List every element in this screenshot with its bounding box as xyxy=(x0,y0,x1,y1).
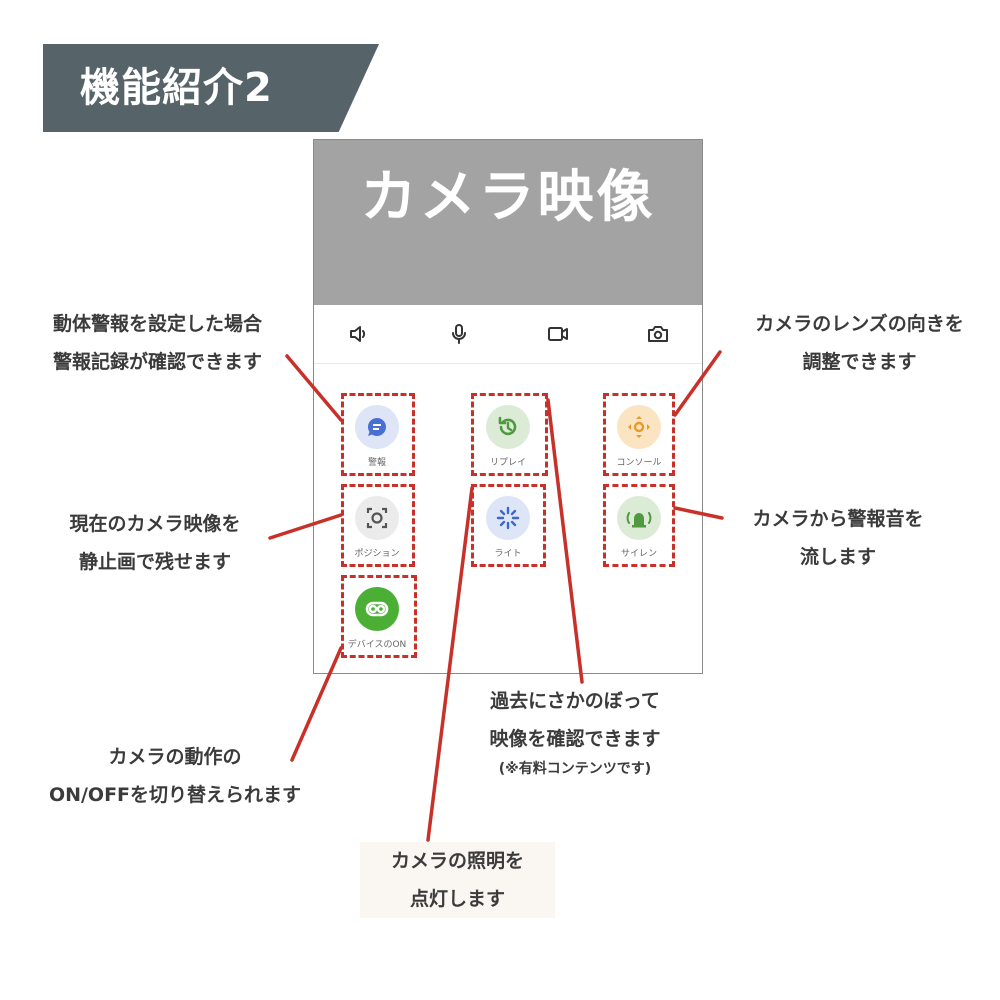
feature-siren-button[interactable]: サイレン xyxy=(604,489,674,559)
title-banner xyxy=(43,44,379,132)
siren-annotation-line2: 流します xyxy=(799,546,876,568)
focus-frame-icon xyxy=(355,496,399,540)
position-highlight xyxy=(341,484,415,567)
console-highlight xyxy=(603,393,675,476)
feature-replay-button[interactable]: リプレイ xyxy=(473,398,543,468)
camera-view[interactable]: カメラ映像 xyxy=(314,140,702,305)
alert-annotation: 動体警報を設定した場合 警報記録が確認できます xyxy=(20,305,295,381)
feature-light-label: ライト xyxy=(494,549,522,559)
light-annotation-line1: カメラの照明を xyxy=(390,850,524,872)
alert-chat-icon xyxy=(355,405,399,449)
position-annotation: 現在のカメラ映像を 静止画で残せます xyxy=(35,505,275,581)
video-record-icon[interactable] xyxy=(546,322,570,346)
feature-alert-label: 警報 xyxy=(367,458,386,468)
replay-leader-line xyxy=(546,398,584,684)
replay-icon xyxy=(486,405,530,449)
speaker-icon[interactable] xyxy=(347,322,371,346)
page-title: 機能紹介2 xyxy=(80,65,273,111)
feature-position-button[interactable]: ポジション xyxy=(342,489,412,559)
control-bar xyxy=(314,305,702,364)
console-annotation-line2: 調整できます xyxy=(802,351,917,373)
device-on-annotation: カメラの動作の ON/OFFを切り替えられます xyxy=(10,738,340,814)
console-leader-line xyxy=(673,350,722,417)
feature-position-label: ポジション xyxy=(354,549,400,559)
direction-pad-icon xyxy=(617,405,661,449)
light-annotation: カメラの照明を 点灯します xyxy=(360,842,555,918)
replay-annotation-line2: 映像を確認できます xyxy=(489,728,661,750)
light-icon xyxy=(486,496,530,540)
feature-alert-button[interactable]: 警報 xyxy=(342,398,412,468)
replay-annotation-note: (※有料コンテンツです) xyxy=(498,761,652,777)
replay-highlight xyxy=(471,393,548,476)
replay-annotation-line1: 過去にさかのぼって xyxy=(490,690,660,712)
siren-annotation-line1: カメラから警報音を xyxy=(752,508,924,530)
console-annotation: カメラのレンズの向きを 調整できます xyxy=(722,305,997,381)
feature-replay-label: リプレイ xyxy=(489,458,526,468)
toggle-icon xyxy=(355,587,399,631)
siren-leader-line xyxy=(673,506,724,520)
device-on-highlight xyxy=(341,575,417,658)
siren-annotation: カメラから警報音を 流します xyxy=(718,500,958,576)
position-annotation-line2: 静止画で残せます xyxy=(78,551,231,573)
device-on-leader-line xyxy=(290,646,343,762)
feature-light-button[interactable]: ライト xyxy=(473,489,543,559)
siren-highlight xyxy=(603,484,675,567)
siren-icon xyxy=(617,496,661,540)
light-annotation-line2: 点灯します xyxy=(409,888,505,910)
device-on-annotation-line2: ON/OFFを切り替えられます xyxy=(48,784,302,806)
feature-device-on-button[interactable]: デバイスのON xyxy=(342,580,412,650)
device-on-annotation-line1: カメラの動作の xyxy=(108,746,242,768)
light-highlight xyxy=(471,484,546,567)
position-leader-line xyxy=(268,513,343,540)
microphone-icon[interactable] xyxy=(447,322,471,346)
alert-annotation-line2: 警報記録が確認できます xyxy=(52,351,262,373)
alert-annotation-line1: 動体警報を設定した場合 xyxy=(52,313,262,335)
console-annotation-line1: カメラのレンズの向きを xyxy=(755,313,964,335)
position-annotation-line1: 現在のカメラ映像を xyxy=(69,513,241,535)
app-screen: カメラ映像 警報 xyxy=(313,139,703,674)
alert-leader-line xyxy=(285,354,343,422)
feature-device-on-label: デバイスのON xyxy=(347,640,407,650)
alert-highlight xyxy=(341,393,415,476)
camera-view-label: カメラ映像 xyxy=(360,165,656,230)
feature-console-button[interactable]: コンソール xyxy=(604,398,674,468)
light-leader-line xyxy=(426,486,474,842)
feature-siren-label: サイレン xyxy=(620,549,657,559)
camera-snapshot-icon[interactable] xyxy=(646,322,670,346)
feature-console-label: コンソール xyxy=(616,458,662,468)
replay-annotation: 過去にさかのぼって 映像を確認できます (※有料コンテンツです) xyxy=(455,682,695,780)
